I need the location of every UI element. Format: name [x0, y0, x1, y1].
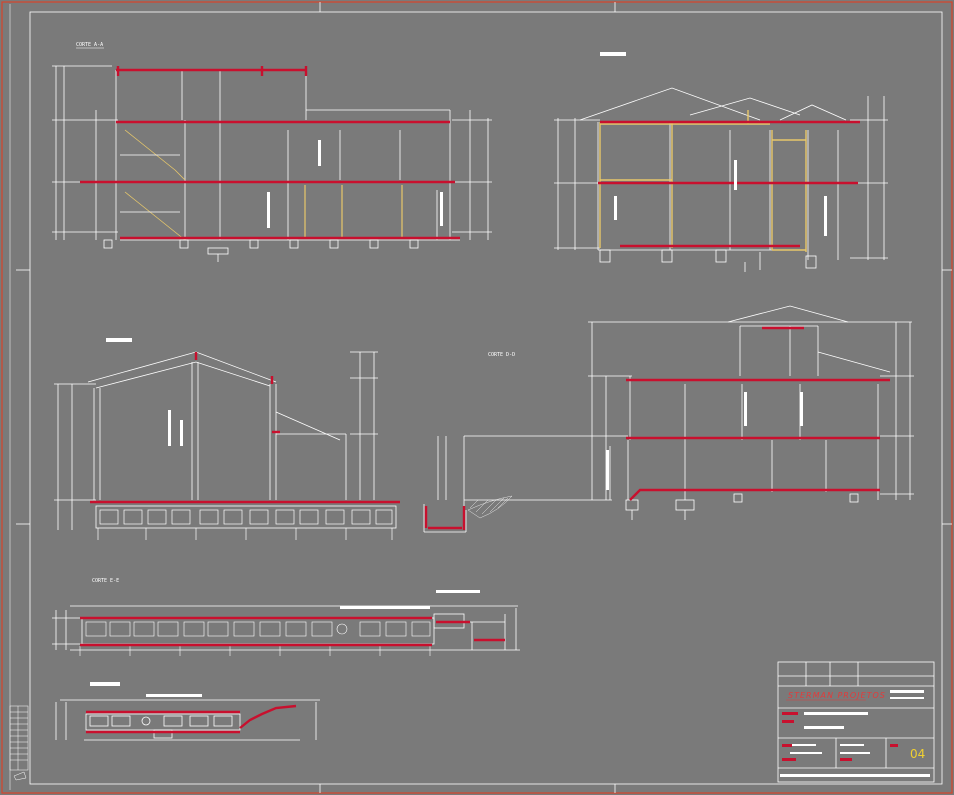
section-view-c [54, 338, 400, 540]
view-title-e: CORTE E-E [92, 578, 119, 584]
legend-table [9, 705, 29, 781]
section-view-f [55, 682, 320, 741]
view-title-a: CORTE A-A [76, 42, 103, 48]
company-name: STERMAN PROJETOS [788, 691, 886, 700]
section-view-b [554, 52, 888, 272]
sheet-inner-border [29, 11, 943, 785]
section-view-e: CORTE E-E [52, 578, 520, 656]
frame-ticks [16, 2, 952, 793]
title-block: STERMAN PROJETOS 04 [777, 661, 935, 783]
section-view-a: CORTE A-A [52, 42, 492, 262]
section-view-d: CORTE D-D [423, 305, 914, 533]
sheet-number: 04 [910, 747, 925, 761]
soil-hatch [467, 495, 513, 519]
view-title-d: CORTE D-D [488, 352, 515, 358]
